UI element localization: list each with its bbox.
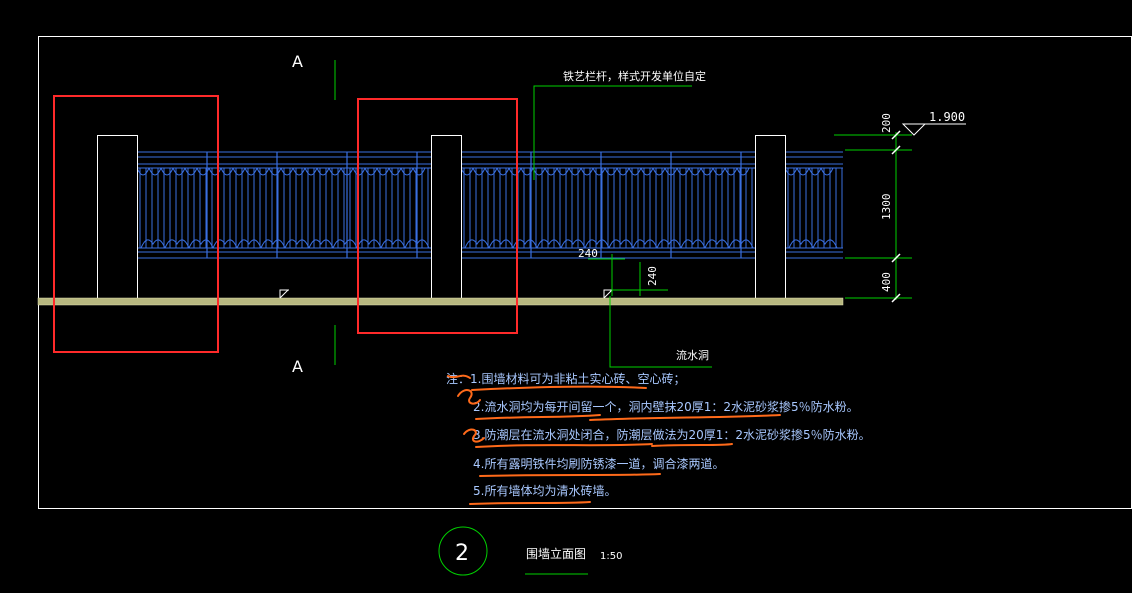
railing-callout-line <box>533 85 692 180</box>
iron-railing <box>136 151 843 259</box>
drain-callout-text: 流水洞 <box>676 348 709 362</box>
ground-line <box>37 297 844 306</box>
drain-dim-h: 240 <box>646 266 659 286</box>
railing-callout-text: 铁艺栏杆，样式开发单位自定 <box>563 69 706 83</box>
dim-200: 200 <box>880 113 893 133</box>
dim-1300: 1300 <box>880 194 893 221</box>
elevation-triangle <box>901 123 927 136</box>
note-1: 注：1.围墙材料可为非粘土实心砖、空心砖； <box>446 371 685 386</box>
highlight-box-left <box>53 95 219 353</box>
handwritten-marks <box>447 374 781 505</box>
note-2: 2.流水洞均为每开间留一个，洞内壁抹20厚1：2水泥砂浆掺5％防水粉。 <box>473 399 859 414</box>
railing-scallops <box>136 167 426 176</box>
railing-scallops <box>460 167 750 176</box>
railing-scallops <box>784 167 834 176</box>
railing-curls <box>140 239 430 249</box>
title-number: 2 <box>455 541 469 566</box>
pillar-right <box>755 135 786 299</box>
highlight-box-middle <box>357 98 518 334</box>
drain-hole-middle <box>603 289 613 299</box>
drawing-title: 围墙立面图 <box>526 546 586 561</box>
note-3: 3.防潮层在流水洞处闭合，防潮层做法为20厚1：2水泥砂浆掺5％防水粉。 <box>473 427 871 442</box>
drain-dim-w: 240 <box>578 247 598 260</box>
note-5: 5.所有墙体均为清水砖墙。 <box>473 483 616 498</box>
elevation-value: 1.900 <box>929 110 965 124</box>
railing-curls <box>788 239 838 249</box>
title-number-circle <box>438 526 488 576</box>
dim-400: 400 <box>880 272 893 292</box>
drain-hole-left <box>279 289 289 299</box>
section-mark-top: A <box>292 52 303 71</box>
pillar-middle <box>431 135 462 299</box>
drawing-scale: 1:50 <box>600 551 622 562</box>
note-4: 4.所有露明铁件均刷防锈漆一道，调合漆两道。 <box>473 456 724 471</box>
section-mark-bottom: A <box>292 357 303 376</box>
pillar-left <box>97 135 138 299</box>
drain-callout-line <box>609 296 712 368</box>
railing-curls <box>464 239 754 249</box>
dim-ticks <box>891 130 901 303</box>
